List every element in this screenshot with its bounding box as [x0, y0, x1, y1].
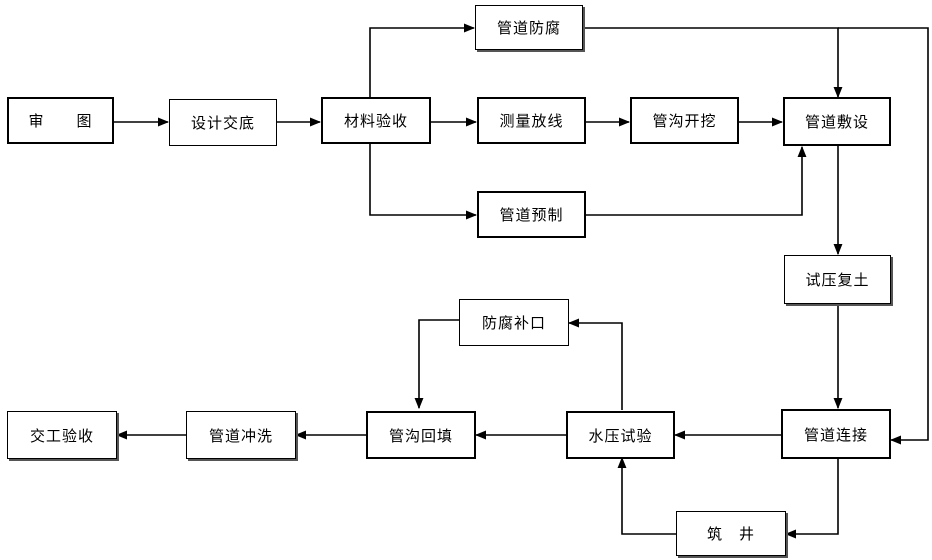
node-zhu-jing: 筑 井 — [676, 511, 786, 556]
arrow-lianjie-to-zhujing — [784, 459, 839, 539]
arrow-bukou-to-huitian — [414, 319, 459, 410]
arrow-zhujing-to-shuiya — [617, 456, 676, 535]
arrow-yuzhi-to-fushe — [586, 145, 807, 216]
node-shuiya-shiyan: 水压试验 — [566, 411, 675, 459]
node-fangfu-bukou: 防腐补口 — [459, 299, 569, 346]
arrow-cailiao-to-fangfu — [369, 23, 476, 98]
arrow-fangfu-to-fushe — [583, 27, 843, 99]
node-guandao-fangfu: 管道防腐 — [475, 5, 583, 50]
node-shen-tu: 审 图 — [7, 97, 114, 144]
arrow-cailiao-to-yuzhi — [369, 144, 478, 220]
node-shiya-futu: 试压复土 — [784, 255, 891, 304]
arrow-fangfu-to-lianjie — [838, 27, 929, 445]
node-guandao-chongxi: 管道冲洗 — [186, 411, 296, 459]
node-gougou-huitian: 管沟回填 — [366, 411, 476, 459]
arrow-shuiya-to-bukou — [567, 318, 623, 410]
node-sheji-jiaodi: 设计交底 — [169, 99, 277, 146]
node-guandao-fushe: 管道敷设 — [783, 97, 891, 146]
node-jiaogong-yanshou: 交工验收 — [7, 411, 117, 459]
node-celiang-fangxian: 测量放线 — [477, 97, 586, 144]
node-guandao-yuzhi: 管道预制 — [477, 191, 586, 238]
node-cailiao-yanshou: 材料验收 — [321, 97, 431, 144]
node-gougou-kaiwa: 管沟开挖 — [630, 97, 739, 144]
node-guandao-lianjie: 管道连接 — [781, 409, 891, 459]
